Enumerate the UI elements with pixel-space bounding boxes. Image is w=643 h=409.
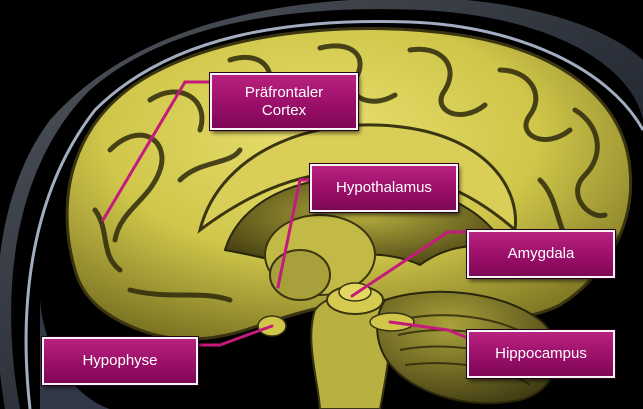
- label-amygdala: Amygdala: [467, 230, 615, 278]
- label-hippocampus: Hippocampus: [467, 330, 615, 378]
- label-hippocampus-text: Hippocampus: [495, 345, 587, 363]
- label-hypophyse: Hypophyse: [42, 337, 198, 385]
- label-amygdala-text: Amygdala: [508, 245, 575, 263]
- label-hypothalamus: Hypothalamus: [310, 164, 458, 212]
- label-hypophyse-text: Hypophyse: [82, 352, 157, 370]
- label-hypothalamus-text: Hypothalamus: [336, 179, 432, 197]
- label-prefrontal-cortex-text: Präfrontaler Cortex: [245, 84, 323, 120]
- label-prefrontal-cortex: Präfrontaler Cortex: [210, 73, 358, 130]
